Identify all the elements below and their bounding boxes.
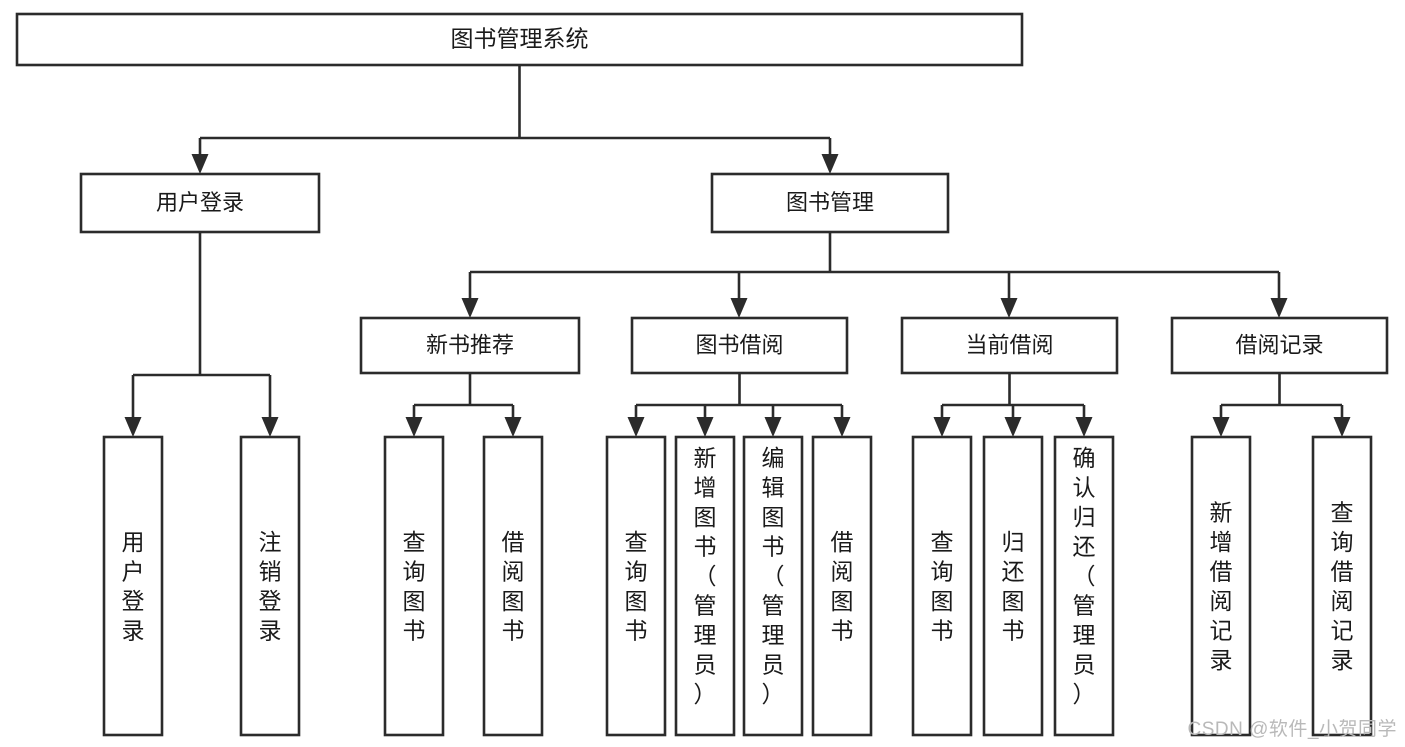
leaf-leaf-query-book-current[interactable]: 查询图书 [911, 435, 973, 737]
leaf-leaf-add-borrow-record[interactable]: 新增借阅记录 [1190, 435, 1252, 737]
node-label: 注销登录 [259, 529, 282, 644]
node-box[interactable] [383, 435, 445, 737]
connector-arrow-icon [405, 417, 423, 437]
node-box[interactable] [710, 172, 950, 234]
connector-arrow-icon [833, 417, 851, 437]
node-book-borrow[interactable]: 图书借阅 [630, 316, 849, 375]
connector-arrow-icon [124, 417, 142, 437]
connector-arrow-icon [461, 298, 479, 318]
leaf-leaf-add-book-admin[interactable]: 新增图书（管理员） [674, 435, 736, 737]
node-label: 确认归还（管理员） [1073, 445, 1096, 707]
node-root[interactable]: 图书管理系统 [15, 12, 1024, 67]
leaf-leaf-borrow-book-recommend[interactable]: 借阅图书 [482, 435, 544, 737]
connector-arrow-icon [764, 417, 782, 437]
node-label: 查询图书 [403, 529, 426, 644]
node-label: 借阅图书 [502, 529, 525, 644]
watermark-text: CSDN @软件_小贺同学 [1187, 719, 1397, 740]
node-book-manage[interactable]: 图书管理 [710, 172, 950, 234]
connector-arrow-icon [1333, 417, 1351, 437]
node-box[interactable] [1170, 316, 1389, 375]
connector-arrow-icon [730, 298, 748, 318]
node-box[interactable] [900, 316, 1119, 375]
node-box[interactable] [359, 316, 581, 375]
node-box[interactable] [911, 435, 973, 737]
node-label: 新增借阅记录 [1210, 500, 1233, 674]
node-box[interactable] [239, 435, 301, 737]
node-box[interactable] [630, 316, 849, 375]
connector-arrow-icon [191, 154, 209, 174]
connector-arrow-icon [504, 417, 522, 437]
node-box[interactable] [1053, 435, 1115, 737]
node-box[interactable] [1311, 435, 1373, 737]
nodes-layer: 图书管理系统用户登录图书管理新书推荐图书借阅当前借阅借阅记录用户登录注销登录查询… [15, 12, 1389, 737]
connector-arrow-icon [821, 154, 839, 174]
node-label: 图书借阅 [695, 332, 783, 357]
node-label: 图书管理 [786, 190, 874, 215]
leaf-leaf-query-book-recommend[interactable]: 查询图书 [383, 435, 445, 737]
node-label: 当前借阅 [965, 332, 1053, 357]
node-borrow-record[interactable]: 借阅记录 [1170, 316, 1389, 375]
leaf-leaf-edit-book-admin[interactable]: 编辑图书（管理员） [742, 435, 804, 737]
connector-arrow-icon [933, 417, 951, 437]
node-label: 用户登录 [122, 529, 145, 644]
connector-arrow-icon [1000, 298, 1018, 318]
connector-arrow-icon [1212, 417, 1230, 437]
node-label: 归还图书 [1002, 529, 1025, 644]
leaf-leaf-return-book[interactable]: 归还图书 [982, 435, 1044, 737]
leaf-leaf-query-borrow-record[interactable]: 查询借阅记录 [1311, 435, 1373, 737]
node-label: 借阅图书 [831, 529, 854, 644]
node-box[interactable] [982, 435, 1044, 737]
leaf-leaf-user-login[interactable]: 用户登录 [102, 435, 164, 737]
node-label: 新书推荐 [426, 332, 514, 357]
leaf-leaf-borrow-book[interactable]: 借阅图书 [811, 435, 873, 737]
leaf-leaf-logout[interactable]: 注销登录 [239, 435, 301, 737]
connectors-layer [124, 65, 1351, 437]
connector-arrow-icon [1270, 298, 1288, 318]
node-label: 新增图书（管理员） [694, 445, 717, 707]
node-box[interactable] [79, 172, 321, 234]
node-label: 查询图书 [931, 529, 954, 644]
connector-arrow-icon [1075, 417, 1093, 437]
node-box[interactable] [605, 435, 667, 737]
connector-arrow-icon [261, 417, 279, 437]
connector-arrow-icon [696, 417, 714, 437]
node-box[interactable] [1190, 435, 1252, 737]
node-label: 查询图书 [625, 529, 648, 644]
node-label: 用户登录 [156, 190, 244, 215]
node-current-borrow[interactable]: 当前借阅 [900, 316, 1119, 375]
leaf-leaf-confirm-return-admin[interactable]: 确认归还（管理员） [1053, 435, 1115, 737]
node-new-book-recommend[interactable]: 新书推荐 [359, 316, 581, 375]
connector-arrow-icon [627, 417, 645, 437]
node-label: 编辑图书（管理员） [762, 445, 785, 707]
node-box[interactable] [811, 435, 873, 737]
leaf-leaf-query-book[interactable]: 查询图书 [605, 435, 667, 737]
node-box[interactable] [102, 435, 164, 737]
connector-arrow-icon [1004, 417, 1022, 437]
node-box[interactable] [674, 435, 736, 737]
node-label: 查询借阅记录 [1331, 500, 1354, 674]
node-box[interactable] [482, 435, 544, 737]
node-label: 图书管理系统 [451, 26, 589, 52]
node-box[interactable] [742, 435, 804, 737]
node-label: 借阅记录 [1235, 332, 1323, 357]
node-box[interactable] [15, 12, 1024, 67]
node-user-login[interactable]: 用户登录 [79, 172, 321, 234]
